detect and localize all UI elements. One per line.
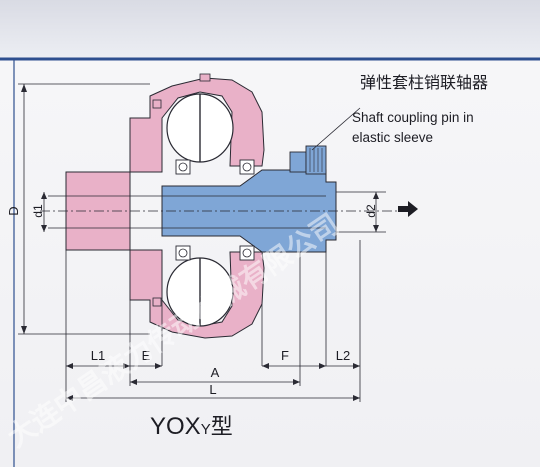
upper-casing — [129, 77, 265, 173]
bearing-lower-right — [239, 245, 255, 261]
dim-label-F: F — [281, 348, 289, 363]
dimension-lines — [18, 83, 386, 402]
dimension-arrowheads — [21, 84, 379, 401]
background-band — [0, 0, 540, 58]
lower-casing — [129, 249, 265, 339]
dim-label-L1: L1 — [91, 348, 105, 363]
bearing-ball — [242, 162, 252, 172]
callout-title-en-line1: Shaft coupling pin in — [352, 110, 474, 125]
model-suffix: 型 — [211, 415, 233, 440]
dim-label-A: A — [211, 365, 220, 380]
shaft-hub-body — [161, 169, 337, 253]
fill-plug-top — [199, 73, 211, 82]
coupling-pin — [289, 151, 307, 173]
dim-label-d1: d1 — [31, 204, 45, 218]
bearing-lower-left — [175, 245, 191, 261]
bearing-upper-right — [239, 159, 255, 175]
bolt-lower — [152, 297, 162, 307]
dim-label-L: L — [209, 382, 216, 397]
model-subscript: Y — [201, 421, 211, 438]
dim-label-L2: L2 — [336, 348, 350, 363]
bolt-upper — [152, 99, 162, 109]
callout-title-en-line2: elastic sleeve — [352, 130, 433, 145]
bearing-ball — [242, 248, 252, 258]
output-shaft-hub — [161, 145, 337, 261]
dim-label-D: D — [6, 206, 21, 215]
model-label: YOXY型 — [150, 413, 233, 440]
bearing-ball — [178, 162, 188, 172]
callout-title-cn: 弹性套柱销联轴器 — [360, 73, 488, 92]
dim-label-d2: d2 — [364, 204, 378, 218]
bearing-ball — [178, 248, 188, 258]
output-arrow-icon — [398, 201, 418, 217]
elastic-sleeve — [305, 145, 327, 175]
model-prefix: YOX — [150, 413, 201, 440]
dim-label-E: E — [142, 348, 151, 363]
bearing-upper-left — [175, 159, 191, 175]
